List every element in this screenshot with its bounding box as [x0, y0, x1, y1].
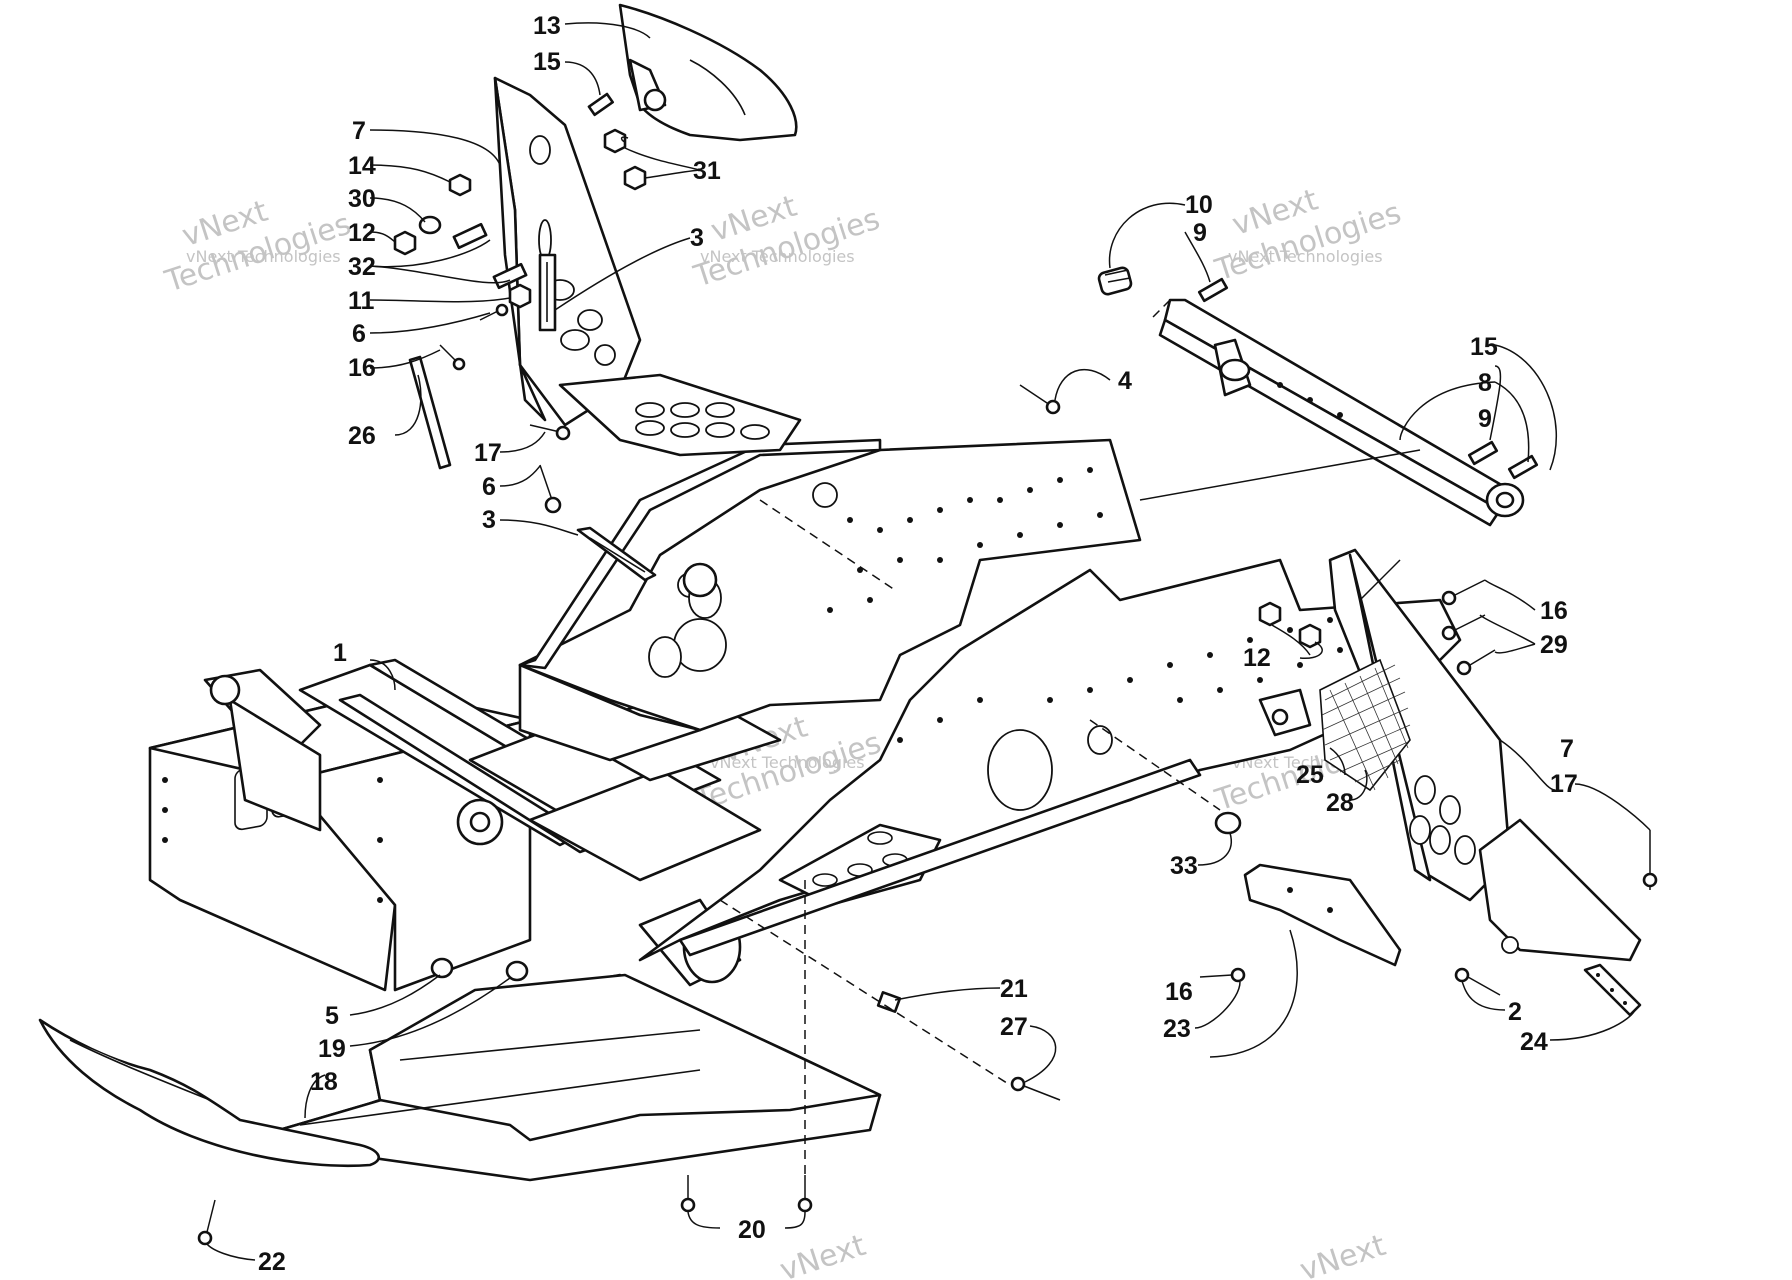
callout-10: 10	[1185, 191, 1213, 219]
callout-16: 16	[1540, 597, 1568, 625]
grommet	[1097, 266, 1133, 296]
callout-17: 17	[1550, 770, 1578, 798]
watermark-small: vNext Technologies	[1228, 247, 1383, 266]
callout-26: 26	[348, 422, 376, 450]
cross-tube	[1158, 298, 1525, 527]
callout-28: 28	[1326, 789, 1354, 817]
callout-6: 6	[482, 473, 496, 501]
callout-7: 7	[352, 117, 366, 145]
watermark-small: vNext Technologies	[710, 753, 865, 772]
callout-15: 15	[533, 48, 561, 76]
watermark-line1: vNext	[1296, 1228, 1390, 1280]
callout-17: 17	[474, 439, 502, 467]
main-frame	[148, 438, 1462, 992]
callout-1: 1	[333, 639, 347, 667]
callout-3: 3	[482, 506, 496, 534]
callout-18: 18	[310, 1068, 338, 1096]
callout-27: 27	[1000, 1013, 1028, 1041]
callout-19: 19	[318, 1035, 346, 1063]
callout-11: 11	[348, 287, 375, 315]
nose-cone	[618, 3, 798, 142]
callout-12: 12	[348, 219, 376, 247]
callout-4: 4	[1118, 367, 1132, 395]
callout-9: 9	[1193, 219, 1207, 247]
hardware	[197, 92, 1658, 1246]
callout-2: 2	[1508, 998, 1522, 1026]
bracket-23	[1243, 863, 1402, 967]
callout-32: 32	[348, 253, 376, 281]
bulkhead-right	[1258, 548, 1642, 962]
callout-31: 31	[693, 157, 721, 185]
callout-29: 29	[1540, 631, 1568, 659]
callout-20: 20	[738, 1216, 766, 1244]
leader-lines	[206, 22, 1651, 1261]
skid-plate-22	[38, 1018, 380, 1168]
callout-12: 12	[1243, 644, 1271, 672]
callout-16: 16	[1165, 978, 1193, 1006]
watermark-line1: vNext	[776, 1228, 870, 1280]
steering-support	[493, 76, 802, 457]
callout-24: 24	[1520, 1028, 1548, 1056]
frame-holes-left	[648, 467, 1103, 678]
plate-24	[1583, 963, 1642, 1017]
callout-9: 9	[1478, 405, 1492, 433]
callout-22: 22	[258, 1248, 286, 1276]
belly-pan	[243, 973, 882, 1182]
callout-5: 5	[325, 1002, 339, 1030]
callout-30: 30	[348, 185, 376, 213]
callout-14: 14	[348, 152, 376, 180]
callout-labels: 13 15 7 14 30 12 32 11 6 16 26 31 3 17 6…	[258, 12, 1578, 1276]
callout-3: 3	[690, 224, 704, 252]
callout-13: 13	[533, 12, 561, 40]
callout-15: 15	[1470, 333, 1498, 361]
callout-16: 16	[348, 354, 376, 382]
assembly-lines	[719, 299, 1421, 1175]
callout-25: 25	[1296, 761, 1324, 789]
watermark-small: vNext Technologies	[700, 247, 855, 266]
callout-8: 8	[1478, 369, 1492, 397]
callout-6: 6	[352, 320, 366, 348]
callout-7: 7	[1560, 735, 1574, 763]
frame-holes-right	[897, 612, 1373, 743]
callout-33: 33	[1170, 852, 1198, 880]
callout-21: 21	[1000, 975, 1028, 1003]
callout-23: 23	[1163, 1015, 1191, 1043]
watermark-small: vNext Technologies	[186, 247, 341, 266]
